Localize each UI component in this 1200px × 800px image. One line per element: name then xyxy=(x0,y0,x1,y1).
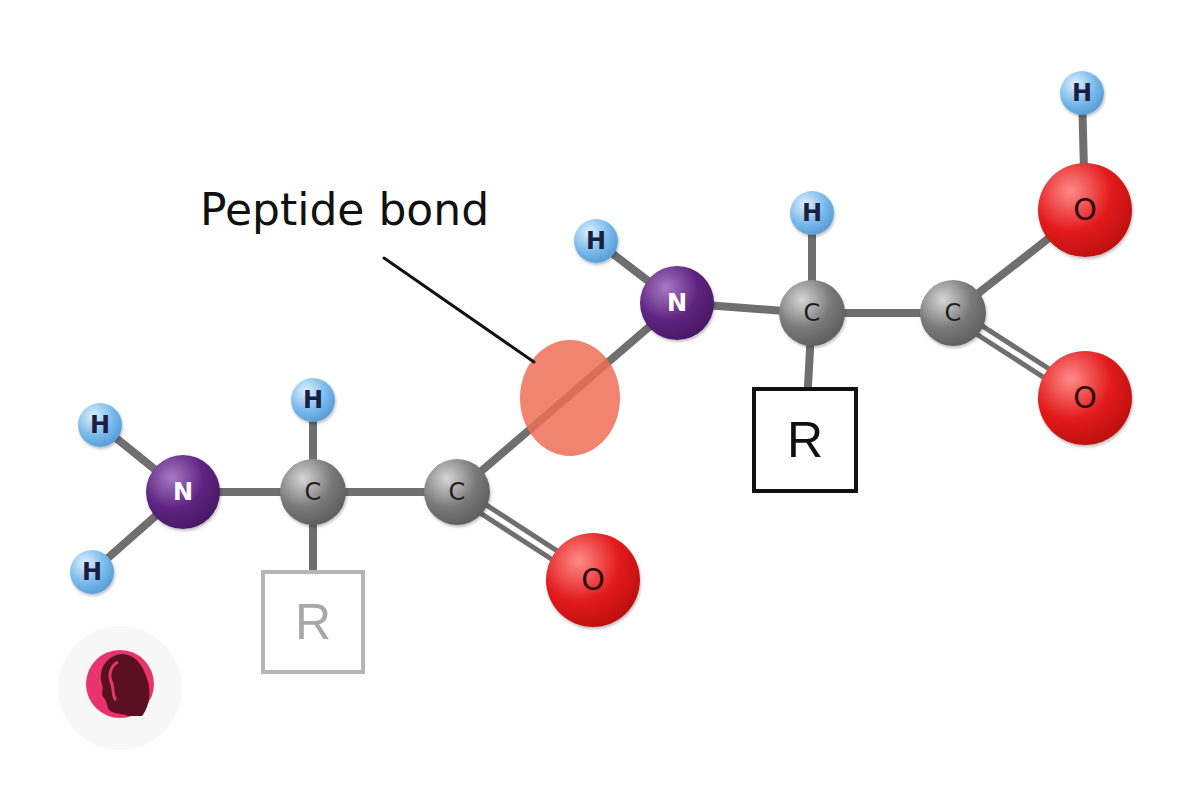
single-bond xyxy=(309,420,317,461)
atom-symbol: R xyxy=(787,415,823,465)
atom-symbol: C xyxy=(945,301,962,325)
single-bond xyxy=(977,238,1049,294)
peptide-bond-highlight xyxy=(520,340,620,456)
logo-ground xyxy=(58,626,182,750)
leader-line xyxy=(384,258,534,362)
double-bond xyxy=(480,505,558,560)
carbon-atom: C xyxy=(779,280,845,346)
single-bond xyxy=(309,523,317,570)
atom-symbol: R xyxy=(295,597,331,647)
hydrogen-atom: H xyxy=(574,219,618,263)
single-bond xyxy=(808,344,810,387)
atom-symbol: O xyxy=(1073,195,1097,225)
atom-symbol: C xyxy=(305,480,322,504)
logo-face-line xyxy=(110,662,118,700)
single-bond xyxy=(481,326,651,472)
single-bond xyxy=(843,309,922,317)
atom-symbol: H xyxy=(802,201,822,225)
single-bond xyxy=(344,488,426,496)
nitrogen-atom: N xyxy=(640,266,714,340)
atom-symbol: C xyxy=(449,480,466,504)
atom-symbol: C xyxy=(804,301,821,325)
atom-symbol: H xyxy=(1072,81,1092,105)
single-bond xyxy=(107,515,157,559)
atom-symbol: O xyxy=(581,565,605,595)
hydrogen-atom: H xyxy=(1060,71,1104,115)
atom-symbol: H xyxy=(90,413,110,437)
double-bond xyxy=(976,326,1050,378)
hydrogen-atom: H xyxy=(291,378,335,422)
single-bond xyxy=(1083,113,1084,165)
atom-symbol: H xyxy=(82,560,102,584)
atom-symbol: N xyxy=(173,480,193,504)
atom-symbol: O xyxy=(1073,383,1097,413)
single-bond xyxy=(116,438,156,470)
carbon-atom: C xyxy=(920,280,986,346)
carbon-atom: C xyxy=(424,459,490,525)
single-bond xyxy=(612,253,649,282)
hydrogen-atom: H xyxy=(78,403,122,447)
side-chain-box: R xyxy=(261,570,365,674)
oxygen-atom: O xyxy=(546,533,640,627)
logo-profile xyxy=(101,654,150,716)
atom-symbol: H xyxy=(303,388,323,412)
logo-badge xyxy=(86,650,154,718)
side-chain-box: R xyxy=(752,387,858,493)
atom-symbol: H xyxy=(586,229,606,253)
single-bond xyxy=(712,306,781,311)
single-bond xyxy=(808,233,816,282)
hydrogen-atom: H xyxy=(790,191,834,235)
atom-symbol: N xyxy=(667,291,687,315)
nitrogen-atom: N xyxy=(146,455,220,529)
hydrogen-atom: H xyxy=(70,550,114,594)
oxygen-atom: O xyxy=(1038,163,1132,257)
callout-label: Peptide bond xyxy=(200,186,489,234)
single-bond xyxy=(218,488,282,496)
oxygen-atom: O xyxy=(1038,351,1132,445)
carbon-atom: C xyxy=(280,459,346,525)
